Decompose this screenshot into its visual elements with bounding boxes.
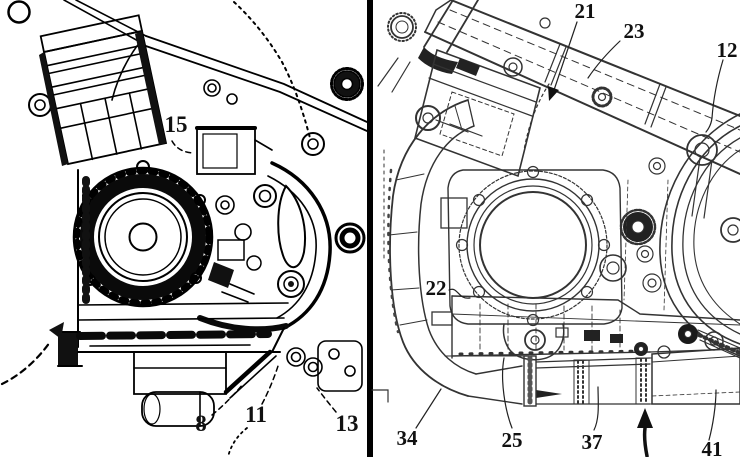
right-panel-drawing xyxy=(371,0,740,457)
ref-numeral-22: 22 xyxy=(426,276,447,300)
ref-numeral-41: 41 xyxy=(702,437,723,457)
left-panel-drawing xyxy=(0,0,368,457)
cylinder-block-right xyxy=(414,48,541,178)
stator-cover-circle xyxy=(72,160,214,308)
ref-numeral-21: 21 xyxy=(575,0,596,23)
bolt-circles-left xyxy=(7,0,366,392)
leader-lines-right xyxy=(415,21,724,441)
ref-numeral-13: 13 xyxy=(336,411,359,436)
cylinder-block-left xyxy=(39,14,168,166)
ref-numeral-15: 15 xyxy=(165,112,188,137)
ref-numeral-23: 23 xyxy=(624,19,645,43)
reference-numerals-left: 15 8 11 13 xyxy=(165,112,359,436)
up-arrow-icon xyxy=(637,408,653,457)
crankcase-left xyxy=(57,169,289,427)
ref-numeral-11: 11 xyxy=(245,402,267,427)
ref-numeral-34: 34 xyxy=(397,426,419,450)
frame-tubes-left xyxy=(63,0,368,139)
gear-cover-left xyxy=(197,161,332,333)
leader-lines-left xyxy=(171,140,337,457)
ref-numeral-8: 8 xyxy=(195,411,207,436)
ref-numeral-37: 37 xyxy=(582,430,603,454)
cam-chain-parts-right xyxy=(599,134,740,311)
ref-numeral-12: 12 xyxy=(717,38,738,62)
panel-divider xyxy=(367,0,373,457)
reference-numerals-right: 21 23 12 22 34 25 37 41 xyxy=(397,0,738,457)
injector-box-left xyxy=(195,126,273,175)
exhaust-system-right xyxy=(371,99,740,407)
curved-guides-right xyxy=(659,113,740,357)
down-left-arrowhead-icon xyxy=(548,86,559,101)
pointer-arrow-left-icon xyxy=(0,322,64,386)
sprocket-chain-right xyxy=(634,324,740,359)
ref-numeral-25: 25 xyxy=(502,428,523,452)
